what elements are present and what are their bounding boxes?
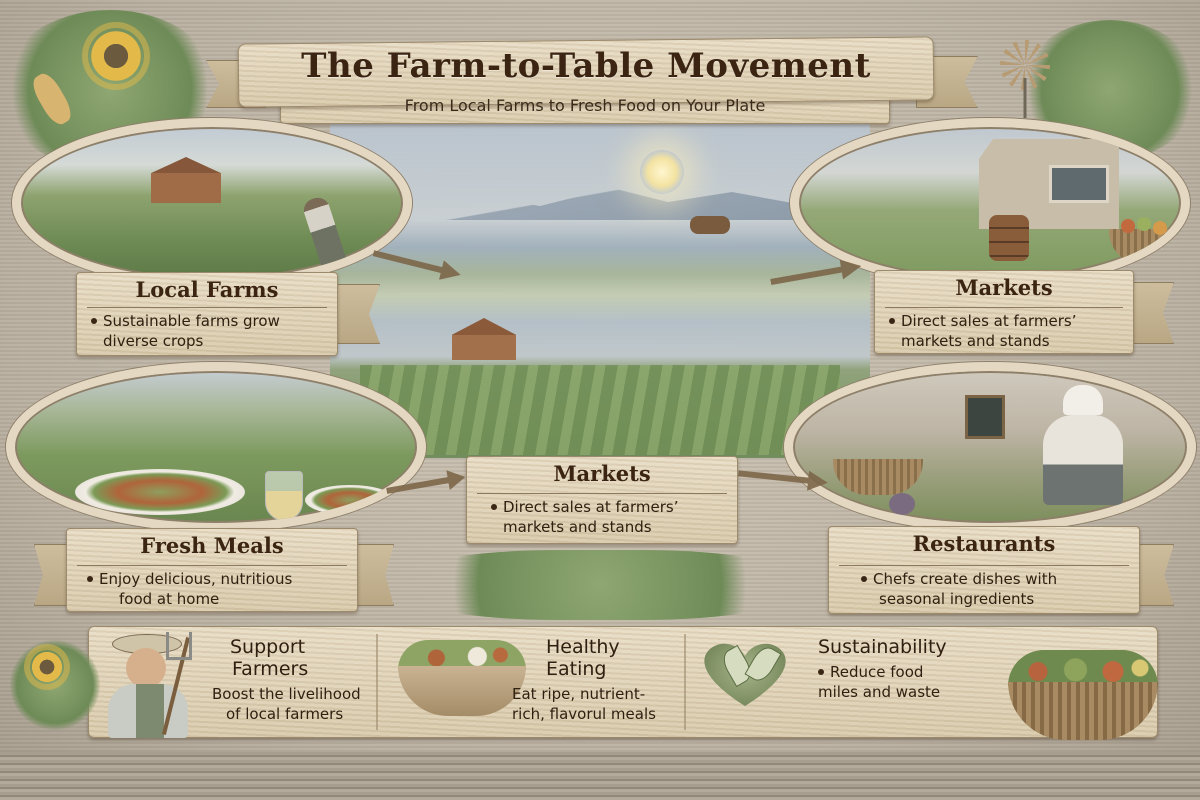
benefit-body: Reduce food [818, 662, 998, 682]
card-body: Direct sales at farmers’ markets and sta… [491, 497, 678, 537]
page-subtitle: From Local Farms to Fresh Food on Your P… [404, 96, 766, 115]
benefit-body: Boost the livelihood [212, 685, 361, 703]
divider [885, 307, 1123, 308]
card-body: Direct sales at farmers’ markets and sta… [889, 311, 1076, 351]
chef-figure [1043, 415, 1123, 505]
fruit [1121, 219, 1135, 233]
basket-produce [1008, 650, 1158, 686]
bowl [398, 666, 526, 716]
sun-icon [640, 150, 684, 194]
fruit [1153, 221, 1167, 235]
card-fresh-meals: Fresh Meals Enjoy delicious, nutritious … [66, 528, 358, 612]
card-restaurants: Restaurants Chefs create dishes with sea… [828, 526, 1140, 614]
benefit-body: miles and waste [818, 683, 941, 701]
divider [839, 565, 1129, 566]
benefit-healthy-eating: Healthy Eating Eat ripe, nutrient- rich,… [512, 636, 682, 724]
produce-basket [1109, 229, 1179, 265]
card-body: Enjoy delicious, nutritious food at home [87, 569, 292, 609]
bullet-icon [491, 503, 497, 510]
cabbage [889, 493, 915, 515]
bottom-border [0, 752, 1200, 800]
vegetable-basket-icon [1004, 640, 1164, 740]
strip-divider [376, 634, 378, 730]
benefit-sustainability: Sustainability Reduce food miles and was… [818, 636, 998, 702]
card-body: Chefs create dishes with seasonal ingred… [861, 569, 1057, 609]
restaurants-illustration [784, 362, 1196, 532]
benefit-title: Eating [546, 658, 607, 680]
sunflower-icon [88, 28, 144, 84]
farmer-figure [300, 194, 348, 270]
meal-plate [75, 469, 245, 515]
benefit-body: Eat ripe, nutrient- [512, 685, 646, 703]
bullet-icon [889, 317, 895, 324]
barrel-icon [989, 215, 1029, 261]
farmer-with-pitchfork-icon [100, 630, 210, 740]
page-title: The Farm-to-Table Movement [301, 46, 871, 86]
benefit-body: rich, flavorul meals [512, 705, 656, 723]
benefit-body: of local farmers [226, 705, 344, 723]
card-body: Sustainable farms grow diverse crops [91, 311, 280, 351]
benefits-strip [88, 626, 1158, 738]
strip-divider [684, 634, 686, 730]
local-farms-illustration [12, 118, 412, 288]
divider [87, 307, 327, 308]
fresh-meals-banner-tail-right [354, 544, 394, 606]
garden-vegetables [400, 550, 800, 620]
benefit-support-farmers: Support Farmers Boost the livelihood of … [212, 636, 382, 724]
benefit-title: Farmers [232, 658, 309, 680]
small-sunflower-icon [30, 650, 64, 684]
divider [477, 493, 727, 494]
farmer-head [126, 648, 166, 688]
windmill-tower [1018, 78, 1032, 118]
divider [77, 565, 347, 566]
benefit-title: Healthy [546, 636, 620, 658]
card-title: Local Farms [135, 277, 279, 302]
bullet-icon [818, 668, 824, 675]
card-markets-top: Markets Direct sales at farmers’ markets… [874, 270, 1134, 354]
card-local-farms: Local Farms Sustainable farms grow diver… [76, 272, 338, 356]
salad-bowl-icon [396, 636, 528, 716]
card-title: Restaurants [912, 531, 1056, 556]
basket [1008, 682, 1158, 740]
fruit [1137, 217, 1151, 231]
card-title: Markets [553, 461, 651, 486]
card-markets-center: Markets Direct sales at farmers’ markets… [466, 456, 738, 544]
markets-illustration [790, 118, 1190, 288]
chef-hat [1063, 385, 1103, 415]
house-window [1049, 165, 1109, 203]
benefit-title: Support [230, 636, 306, 658]
bullet-icon [87, 575, 93, 582]
card-title: Markets [955, 275, 1053, 300]
fresh-meals-illustration [6, 362, 426, 532]
cow-icon [690, 216, 730, 234]
vegetable-basket [833, 459, 923, 495]
salad [398, 640, 526, 670]
card-title: Fresh Meals [140, 533, 284, 558]
barn-icon [151, 157, 221, 203]
pitchfork-tines [166, 632, 192, 660]
chalkboard-menu [965, 395, 1005, 439]
bullet-icon [91, 317, 97, 324]
benefit-title: Sustainability [818, 636, 947, 658]
crop-field [360, 365, 840, 455]
bullet-icon [861, 575, 867, 582]
wine-glass [265, 471, 303, 521]
bread-plate [305, 485, 395, 515]
